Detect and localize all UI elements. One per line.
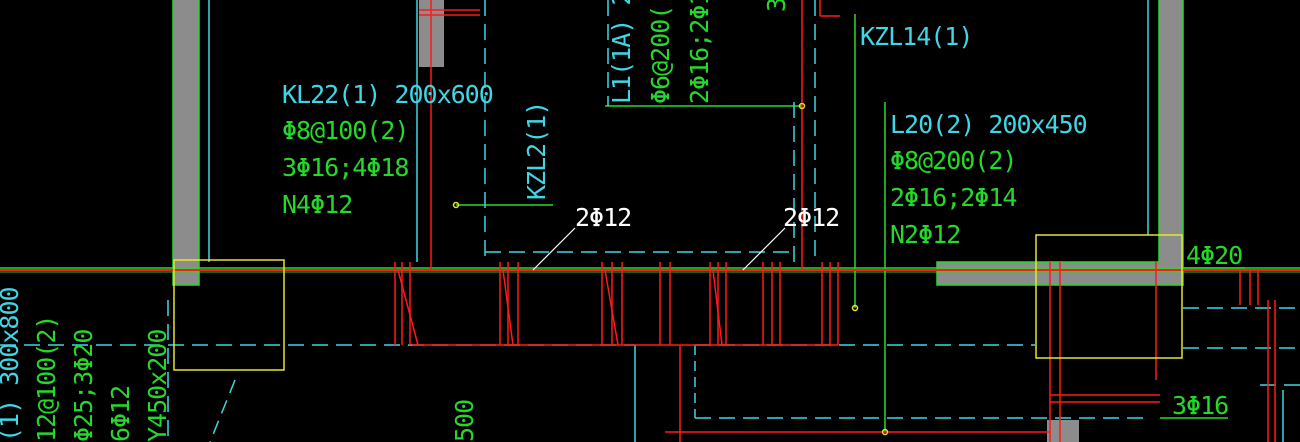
column-right (1035, 234, 1183, 359)
wall-left-outline (172, 0, 200, 286)
beam-kzl2-name[interactable]: KZL2(1) (522, 101, 551, 200)
leader-diagonals (532, 227, 786, 271)
wall-right-column (1159, 0, 1183, 285)
beam-kl22-name[interactable]: KL22(1) 200x600 (282, 80, 494, 109)
rebar-label-3phi16[interactable]: 3Φ16 (1172, 391, 1229, 420)
column-layer (173, 234, 1183, 371)
green-outline-layer (0, 0, 1300, 432)
wall-left-column (173, 0, 199, 285)
wall-layer (173, 0, 1183, 442)
beam-kl22-stirrup[interactable]: Φ8@100(2) (282, 116, 409, 145)
beam-l20-side-rebar[interactable]: N2Φ12 (890, 220, 961, 249)
left-beam-stirrup[interactable]: 12@100(2) (32, 315, 61, 442)
beam-l20-name[interactable]: L20(2) 200x450 (890, 110, 1088, 139)
beam-kl22-side-rebar[interactable]: N4Φ12 (282, 190, 353, 219)
beam-kl22-main-rebar[interactable]: 3Φ16;4Φ18 (282, 153, 409, 182)
beam-l1-stirrup[interactable]: Φ6@200( (646, 5, 675, 104)
beam-l20-main-rebar[interactable]: 2Φ16;2Φ14 (890, 183, 1017, 212)
left-beam-name[interactable]: (1) 300x800 (0, 287, 24, 442)
left-beam-haunch[interactable]: Y450x200 (143, 329, 172, 442)
beam-l1-name[interactable]: L1(1A) 20 (607, 0, 636, 104)
rebar-label-4phi20[interactable]: 4Φ20 (1186, 241, 1243, 270)
left-beam-main-rebar[interactable]: Φ25;3Φ20 (69, 329, 98, 442)
rebar-label-2phi12-a[interactable]: 2Φ12 (575, 203, 632, 232)
wall-right-outline (936, 0, 1184, 286)
dimension-500[interactable]: 500 (450, 399, 479, 442)
top-partial-text[interactable]: 3 (762, 0, 791, 12)
left-beam-side-rebar[interactable]: 6Φ12 (106, 385, 135, 442)
column-left (173, 259, 285, 371)
beam-kzl14-name[interactable]: KZL14(1) (860, 22, 973, 51)
node-dots (452, 102, 889, 436)
beam-l1-main-rebar[interactable]: 2Φ16;2Φ1 (685, 0, 714, 104)
rebar-label-2phi12-b[interactable]: 2Φ12 (783, 203, 840, 232)
wall-bottom-block (1047, 420, 1079, 442)
beam-l20-stirrup[interactable]: Φ8@200(2) (890, 146, 1017, 175)
